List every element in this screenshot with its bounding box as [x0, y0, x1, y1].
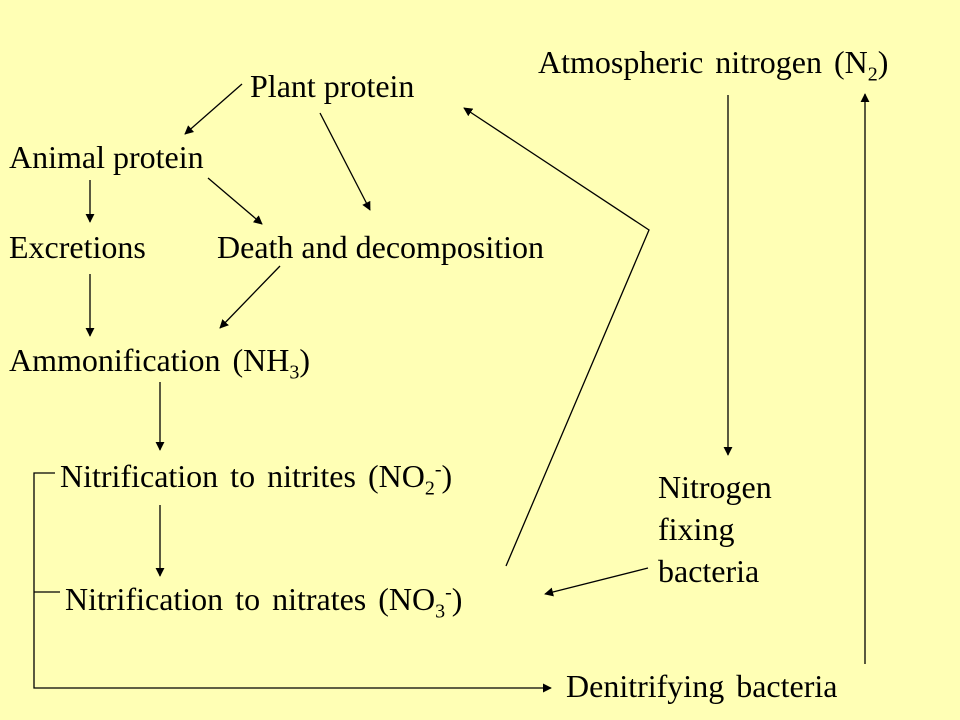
excretions-label: Excretions [9, 229, 146, 265]
arrow-plant-to-animal [184, 83, 243, 135]
arrow-animal-to-death [207, 177, 263, 225]
nitrification-nitrates-label: Nitrification to nitrates (NO3-) [65, 581, 463, 623]
plant-protein-label: Plant protein [250, 68, 415, 104]
fixing-bacteria-line-3: bacteria [658, 553, 760, 589]
ammonification-label: Ammonification (NH3) [9, 342, 311, 384]
fixing-bacteria-line-1: Nitrogen [658, 469, 772, 505]
denitrifying-bacteria-label: Denitrifying bacteria [566, 668, 838, 704]
fixing-bacteria-line-2: fixing [658, 511, 735, 547]
bracket-nitrification-to-denitrifying [33, 472, 552, 693]
arrow-nitrates-to-plant [463, 107, 650, 567]
arrow-plant-to-death [319, 112, 371, 211]
nitrogen-fixing-bacteria-label: Nitrogen fixing bacteria [658, 466, 772, 592]
death-decomposition-label: Death and decomposition [217, 229, 545, 265]
atmospheric-nitrogen-label: Atmospheric nitrogen (N2) [538, 44, 889, 86]
animal-protein-label: Animal protein [9, 139, 204, 175]
nitrification-nitrites-label: Nitrification to nitrites (NO2-) [60, 458, 453, 500]
arrow-fixing-to-nitrates [544, 567, 649, 597]
arrow-death-to-ammonification [219, 265, 281, 329]
